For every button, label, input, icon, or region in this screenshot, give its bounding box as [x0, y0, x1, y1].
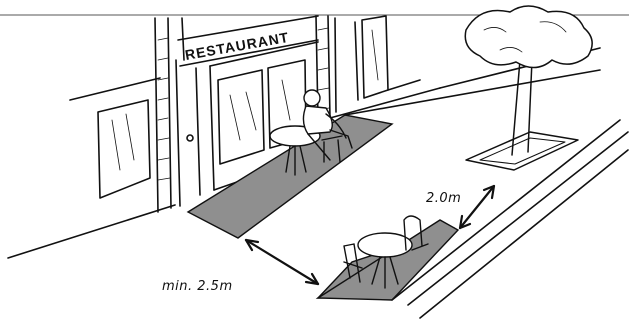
kerb-clearance-arrow: [460, 186, 494, 228]
kerb-clearance-label: 2.0m: [426, 191, 461, 206]
frontage-clearance-arrow: [246, 240, 318, 284]
restaurant-sign: RESTAURANT: [184, 29, 291, 63]
street-tree: [465, 6, 592, 170]
frontage-clearance-label: min. 2.5m: [162, 279, 233, 294]
